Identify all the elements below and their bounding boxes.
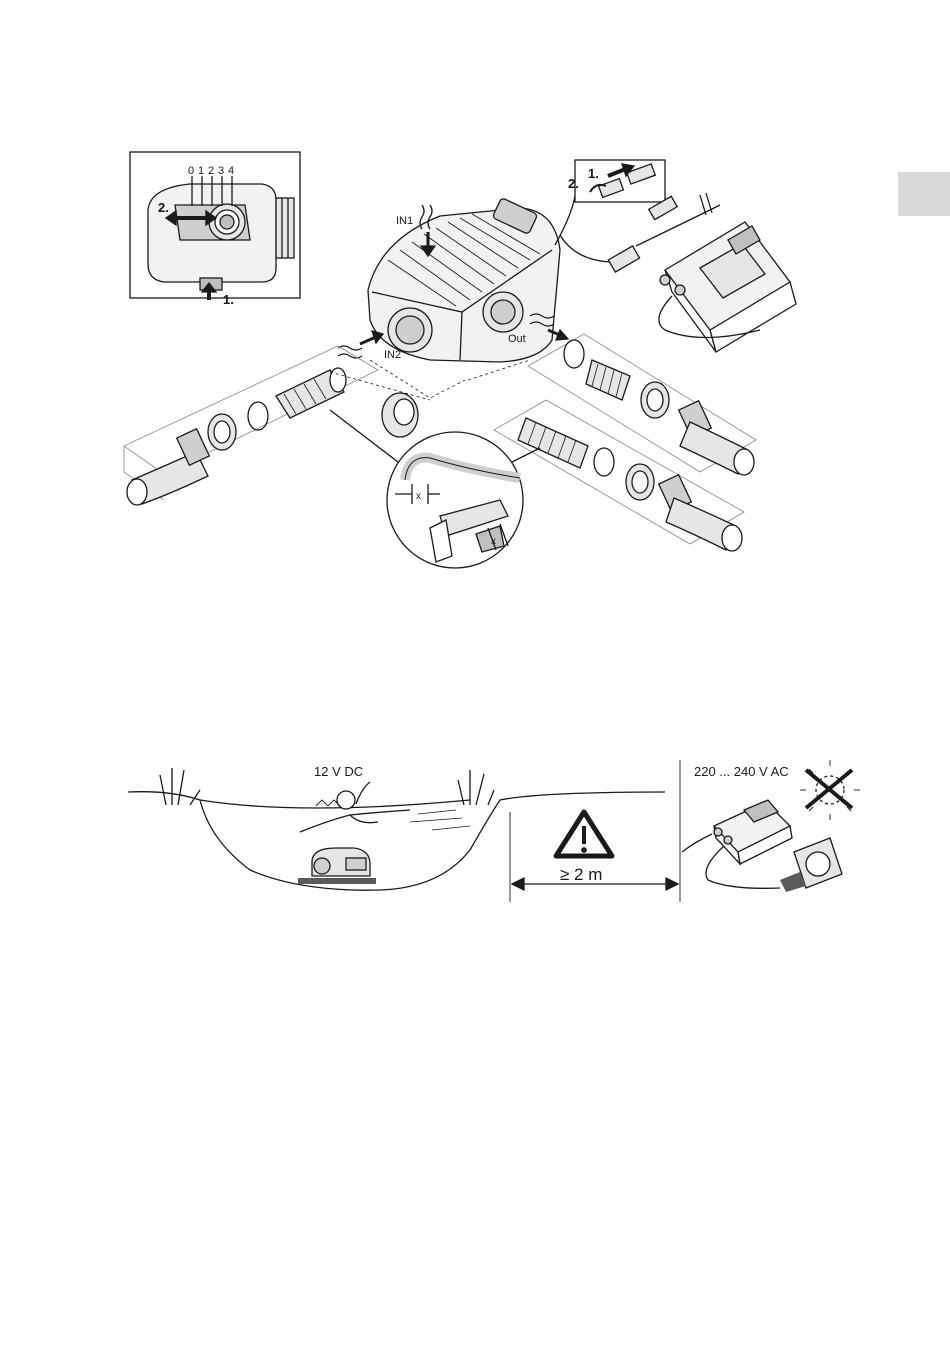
mains-controller bbox=[682, 800, 842, 892]
detail-label-x-fitting: x bbox=[491, 536, 496, 547]
inset-step-1: 1. bbox=[223, 292, 234, 307]
spare-nut bbox=[330, 360, 530, 437]
detail-label-x-hose: x bbox=[416, 491, 421, 502]
voltage-high-label: 220 ... 240 V AC bbox=[694, 764, 789, 779]
figure-safety-distance bbox=[128, 760, 860, 902]
cable-step-1: 1. bbox=[588, 166, 599, 181]
distance-label: ≥ 2 m bbox=[560, 865, 602, 884]
inset-step-2: 2. bbox=[158, 200, 169, 215]
controller-and-cable bbox=[555, 160, 796, 352]
scale-label-4: 4 bbox=[228, 165, 234, 177]
hose-cut-detail bbox=[330, 410, 540, 568]
port-label-in1: IN1 bbox=[396, 215, 413, 227]
scale-label-1: 1 bbox=[198, 165, 204, 177]
left-hose-assembly bbox=[124, 346, 378, 505]
voltage-low-label: 12 V DC bbox=[314, 764, 363, 779]
no-sunlight-icon bbox=[800, 760, 860, 820]
warning-icon bbox=[556, 812, 612, 856]
port-label-in2: IN2 bbox=[384, 349, 401, 361]
cable-step-2: 2. bbox=[568, 176, 579, 191]
scale-label-2: 2 bbox=[208, 165, 214, 177]
scale-label-3: 3 bbox=[218, 165, 224, 177]
figure-pump-assembly bbox=[124, 152, 796, 568]
port-label-out: Out bbox=[508, 333, 526, 345]
scale-label-0: 0 bbox=[188, 165, 194, 177]
pump-body bbox=[338, 198, 568, 362]
